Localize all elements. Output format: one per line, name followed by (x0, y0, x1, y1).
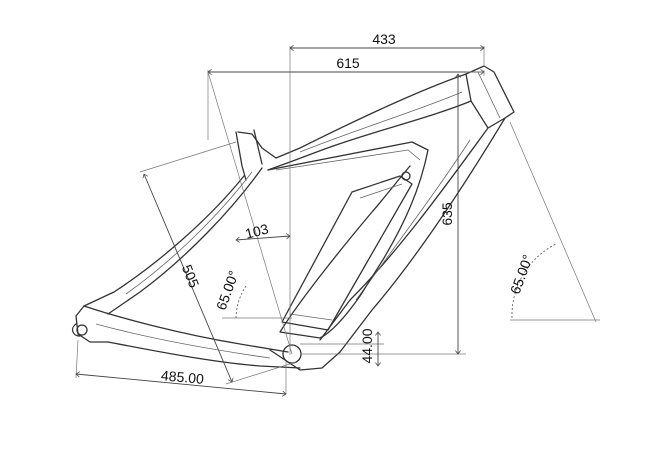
dim-seat-tube-label: 505 (179, 262, 203, 290)
dim-stack: 635 (300, 71, 484, 354)
head-tube (465, 65, 515, 129)
dim-stack-label: 635 (439, 202, 455, 226)
dim-head-angle-label: 65.00° (507, 252, 536, 296)
dim-seat-angle: 65.00° (213, 268, 292, 319)
dim-chainstay: 485.00 (76, 339, 286, 394)
dim-top-tube-label: 615 (336, 55, 360, 71)
dim-bb-drop-label: 44.00 (359, 328, 375, 363)
rear-dropout (71, 305, 109, 343)
dim-head-angle: 65.00° (507, 121, 600, 323)
dim-offset: 103 (236, 221, 290, 242)
dim-bb-drop: 44.00 (300, 328, 384, 366)
shock (281, 175, 413, 331)
dim-seat-tube: 505 (139, 141, 297, 385)
dim-reach: 433 (290, 31, 484, 355)
dim-reach-label: 433 (372, 31, 396, 47)
top-tube (237, 73, 467, 159)
dim-offset-label: 103 (244, 221, 271, 242)
dim-chainstay-label: 485.00 (160, 367, 204, 387)
dim-top-tube: 615 (208, 55, 484, 140)
seat-mast (235, 129, 263, 181)
down-tube (319, 127, 489, 341)
